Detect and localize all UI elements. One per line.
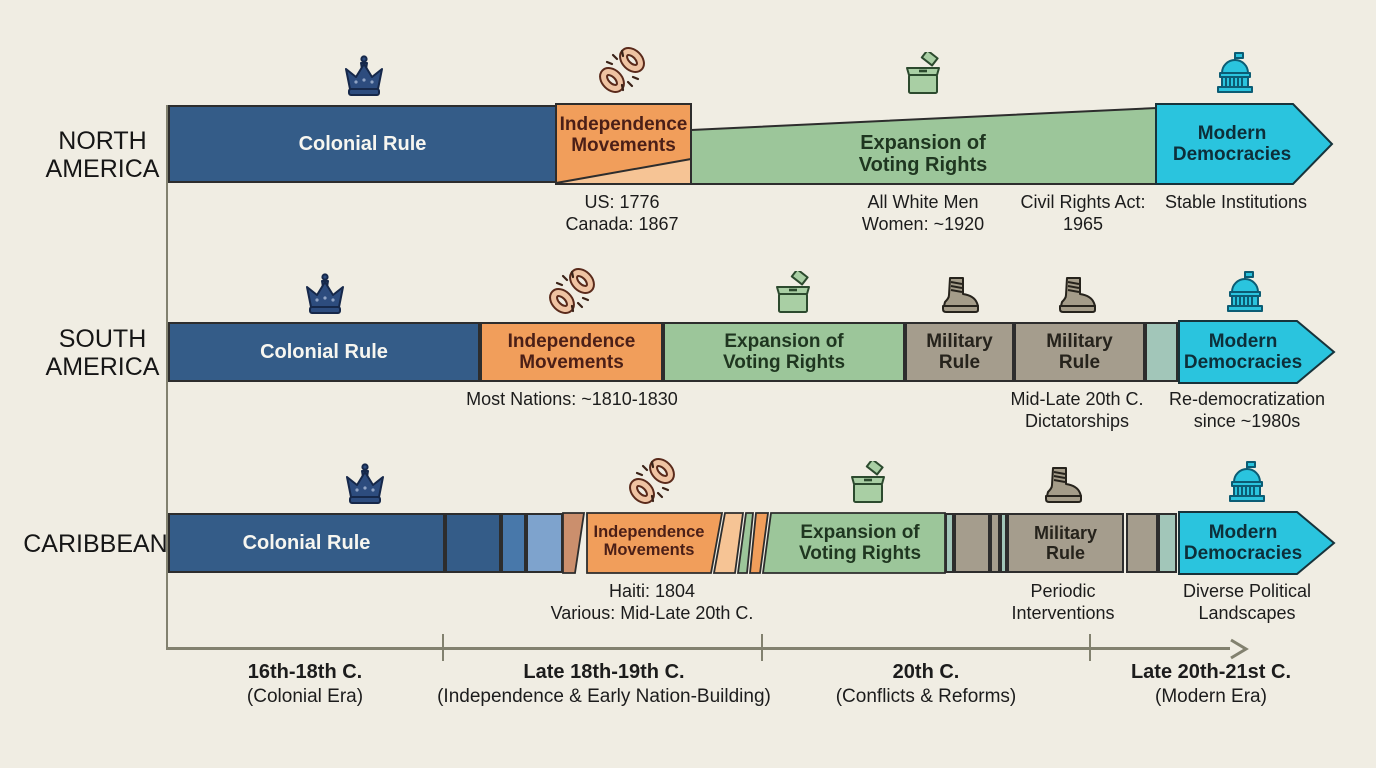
axis-period-subtitle: (Modern Era) <box>1155 685 1267 707</box>
axis-horizontal-line <box>166 647 1230 650</box>
capitol-dome-icon <box>1221 270 1269 318</box>
sa-military-1-segment: Military Rule <box>905 322 1014 382</box>
sa-modern-annotation: Re-democratization since ~1980s <box>1168 389 1326 431</box>
car-colonial-segment: Colonial Rule <box>168 513 445 573</box>
axis-period-colonial: 16th-18th C. (Colonial Era) <box>95 661 515 708</box>
axis-period-subtitle: (Colonial Era) <box>246 685 364 707</box>
axis-period-modern: Late 20th-21st C. (Modern Era) <box>1035 661 1376 708</box>
axis-period-title: Late 20th-21st C. <box>1130 661 1292 683</box>
ballot-box-icon <box>769 271 817 319</box>
crown-icon <box>340 53 388 101</box>
na-voting-early-annotation: All White Men Women: ~1920 <box>861 192 985 234</box>
sa-military-2-segment: Military Rule <box>1014 322 1145 382</box>
combat-boot-icon <box>1039 463 1087 511</box>
car-modern-annotation: Diverse Political Landscapes <box>1182 581 1312 623</box>
sa-independence-segment: Independence Movements <box>480 322 663 382</box>
axis-period-title: 20th C. <box>892 661 960 683</box>
axis-period-20th: 20th C. (Conflicts & Reforms) <box>716 661 1136 708</box>
car-transition-segment <box>945 513 954 573</box>
car-colonial-sub-segment <box>526 513 563 573</box>
car-military-sub-segment <box>954 513 990 573</box>
axis-tick-1 <box>442 634 444 661</box>
car-independence-annotation: Haiti: 1804 Various: Mid-Late 20th C. <box>550 581 754 623</box>
car-colonial-sub-segment <box>445 513 501 573</box>
broken-chain-icon <box>628 457 676 505</box>
car-military-sub-segment <box>990 513 1000 573</box>
broken-chain-icon <box>548 267 596 315</box>
car-military-sub-segment <box>1126 513 1158 573</box>
crown-icon <box>301 271 349 319</box>
car-military-segment: Military Rule <box>1007 513 1124 573</box>
na-modern-segment <box>1155 103 1334 185</box>
car-independence-voting-segments <box>562 512 946 574</box>
combat-boot-icon <box>1053 273 1101 321</box>
axis-vertical-line <box>166 105 168 650</box>
car-colonial-sub-segment <box>501 513 526 573</box>
sa-independence-annotation: Most Nations: ~1810-1830 <box>466 389 678 409</box>
axis-arrowhead-icon <box>1230 638 1249 660</box>
car-transition-segment <box>1158 513 1177 573</box>
axis-period-subtitle: (Independence & Early Nation-Building) <box>437 685 771 707</box>
region-label-south-america: SOUTH AMERICA <box>45 325 160 381</box>
na-independence-annotation: US: 1776 Canada: 1867 <box>565 192 679 234</box>
broken-chain-icon <box>598 46 646 94</box>
capitol-dome-icon <box>1211 51 1259 99</box>
capitol-dome-icon <box>1223 460 1271 508</box>
sa-modern-segment <box>1178 320 1336 384</box>
axis-period-title: 16th-18th C. <box>247 661 363 683</box>
axis-tick-3 <box>1089 634 1091 661</box>
axis-period-title: Late 18th-19th C. <box>523 661 685 683</box>
axis-tick-2 <box>761 634 763 661</box>
region-label-caribbean: CARIBBEAN <box>23 530 168 558</box>
sa-colonial-segment: Colonial Rule <box>168 322 480 382</box>
region-label-north-america: NORTH AMERICA <box>45 127 160 183</box>
na-colonial-segment: Colonial Rule <box>168 105 557 183</box>
na-voting-segment <box>690 106 1157 185</box>
sa-voting-segment: Expansion of Voting Rights <box>663 322 905 382</box>
ballot-box-icon <box>899 52 947 100</box>
car-military-annotation: Periodic Interventions <box>1011 581 1115 623</box>
sa-military-annotation: Mid-Late 20th C. Dictatorships <box>1010 389 1144 431</box>
na-modern-annotation: Stable Institutions <box>1164 192 1308 212</box>
car-transition-segment <box>1000 513 1007 573</box>
ballot-box-icon <box>844 461 892 509</box>
sa-transition-segment <box>1145 322 1178 382</box>
na-voting-late-annotation: Civil Rights Act: 1965 <box>1020 192 1146 234</box>
na-independence-segment <box>555 103 692 185</box>
axis-period-independence: Late 18th-19th C. (Independence & Early … <box>389 661 819 708</box>
combat-boot-icon <box>936 273 984 321</box>
crown-icon <box>341 461 389 509</box>
axis-period-subtitle: (Conflicts & Reforms) <box>835 685 1017 707</box>
car-modern-segment <box>1178 511 1336 575</box>
